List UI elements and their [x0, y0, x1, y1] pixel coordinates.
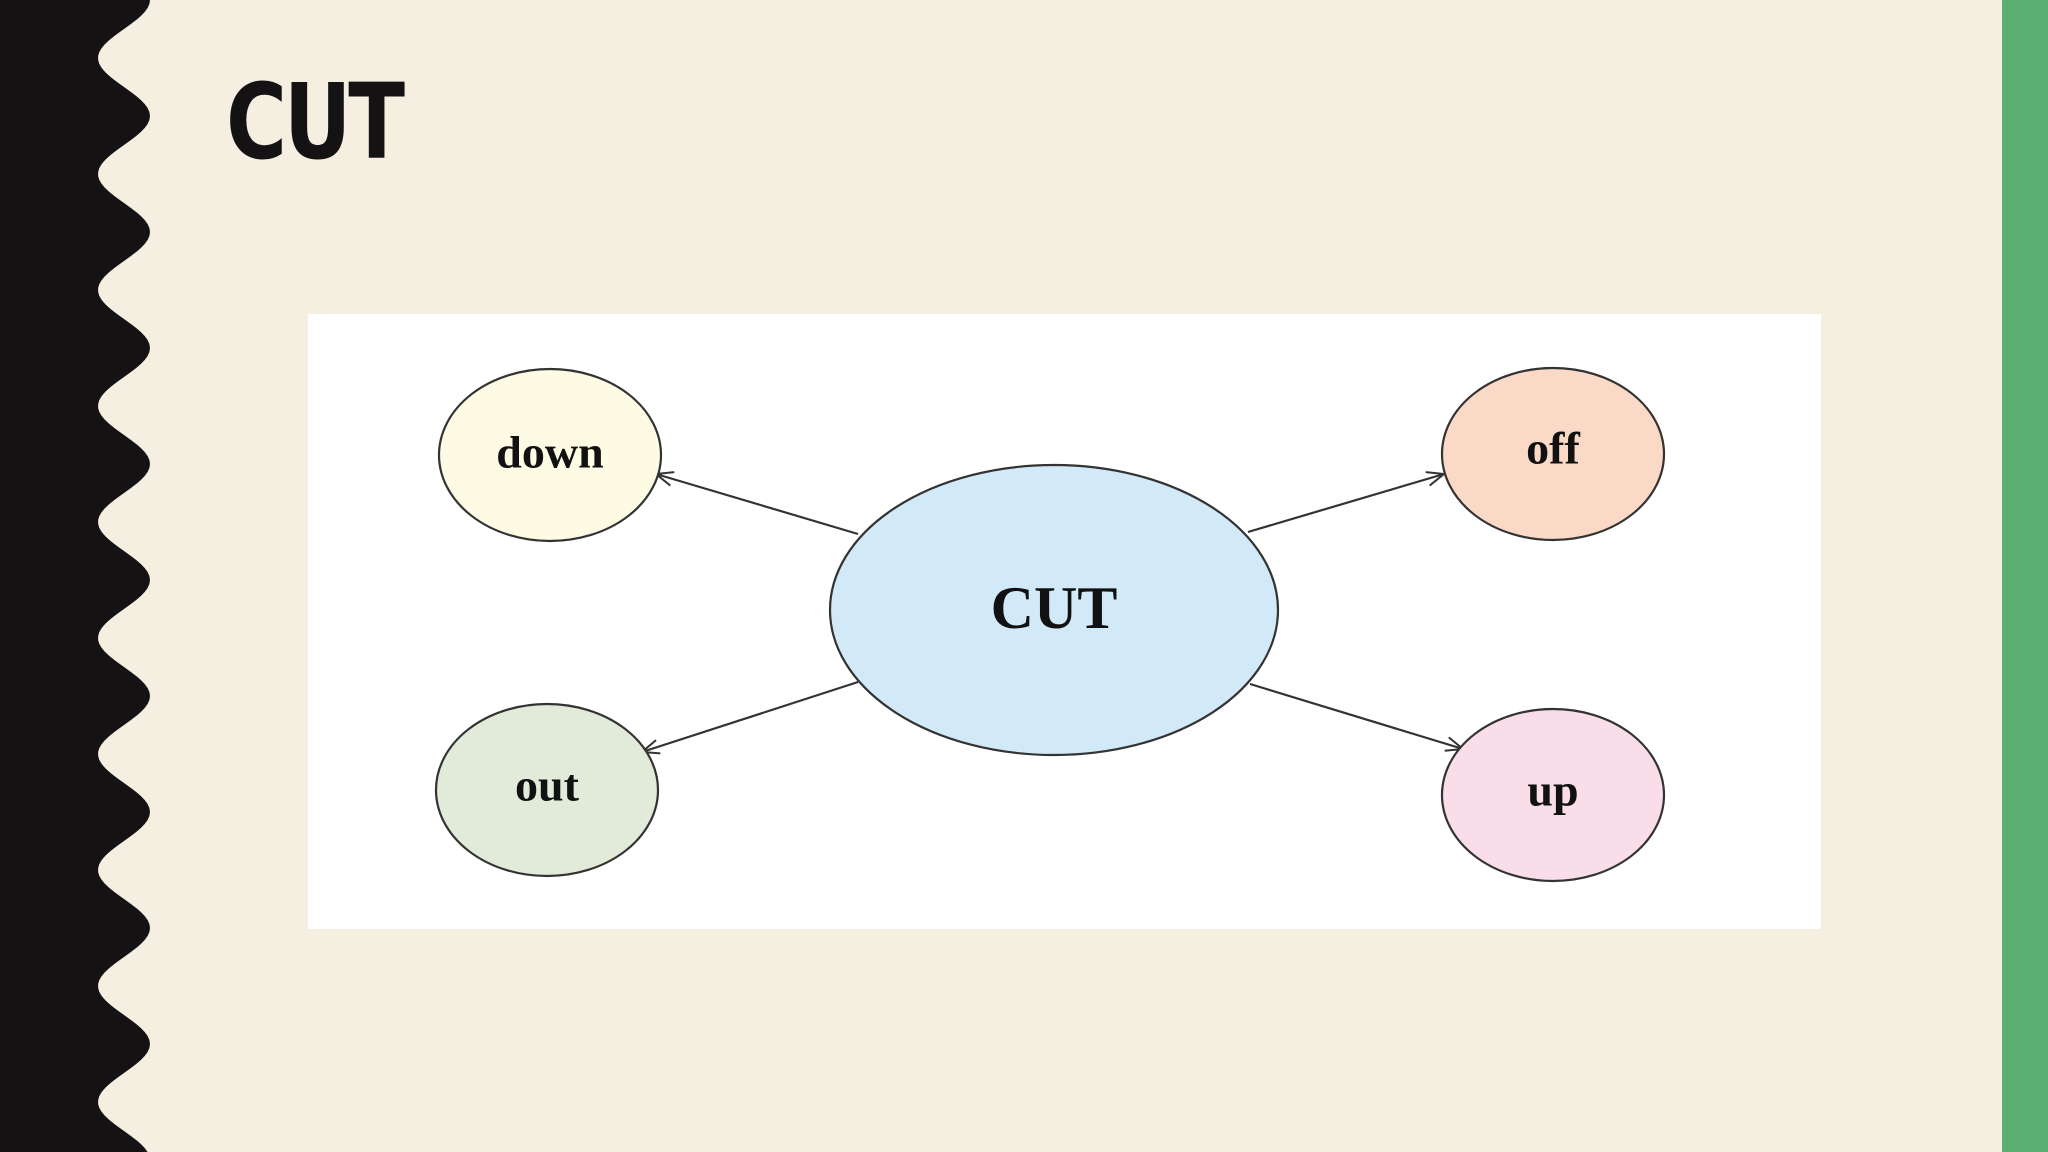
center-node-label: CUT [991, 575, 1118, 641]
left-wave-border [0, 0, 150, 1152]
node-out-ellipse [434, 702, 660, 878]
edge-cut-off [1247, 474, 1444, 534]
node-off: off [1440, 366, 1666, 542]
edges [642, 474, 1463, 752]
concept-diagram: CUT down off out up [434, 366, 1666, 883]
node-out: out [434, 702, 660, 878]
node-down-ellipse [437, 367, 663, 543]
node-off-ellipse [1440, 366, 1666, 542]
slide-title: CUT [226, 61, 405, 183]
right-accent-bar [2002, 0, 2048, 1152]
center-node-ellipse [828, 463, 1280, 757]
node-down-label: down [496, 427, 603, 478]
center-node: CUT [828, 463, 1280, 757]
node-off-label: off [1526, 423, 1580, 474]
node-up-label: up [1527, 765, 1578, 816]
node-up-ellipse [1440, 707, 1666, 883]
wave-shape [0, 0, 150, 1152]
edge-cut-out [642, 680, 859, 752]
node-down: down [437, 367, 663, 543]
diagram-panel: CUT down off out up [308, 314, 1821, 929]
node-out-label: out [515, 760, 580, 811]
edge-cut-down [656, 474, 859, 536]
node-up: up [1440, 707, 1666, 883]
edge-cut-up [1249, 682, 1463, 749]
